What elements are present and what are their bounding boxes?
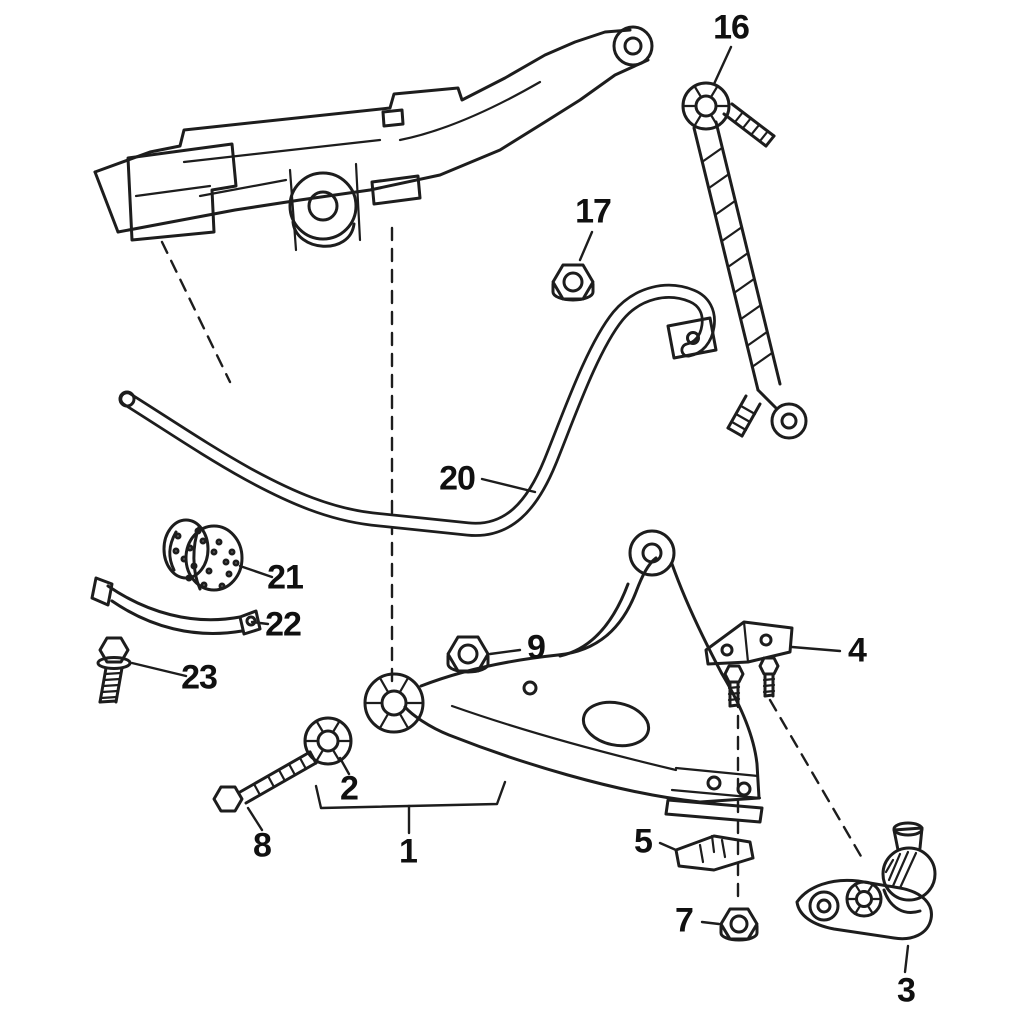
- arm-front-bushing-hatch: [363, 676, 425, 730]
- part-label-3: 3: [897, 971, 916, 1010]
- bottom-stud-threads: [730, 404, 757, 432]
- bushing-2-hatch: [303, 720, 353, 762]
- top-stud-threads: [733, 110, 770, 143]
- part-label-1: 1: [399, 832, 418, 871]
- part-label-17: 17: [575, 192, 612, 231]
- part-label-8: 8: [253, 826, 272, 865]
- part-label-5: 5: [634, 822, 653, 861]
- part-label-16: 16: [713, 8, 750, 47]
- part-label-4: 4: [848, 631, 867, 670]
- part-label-23: 23: [181, 658, 218, 697]
- bolt-23: [96, 636, 132, 704]
- clamp-bracket-22: [90, 576, 262, 636]
- construction-dashed-lines: [160, 226, 864, 904]
- part-label-9: 9: [527, 628, 546, 667]
- part-label-7: 7: [675, 901, 694, 940]
- part-label-20: 20: [439, 459, 476, 498]
- ball-joint-eye-hatch: [845, 882, 883, 916]
- bracket-4: [704, 620, 794, 708]
- stabilizer-bar-20: [118, 283, 718, 537]
- bolt-8-threads: [252, 756, 308, 797]
- bolt-8: [212, 750, 318, 813]
- stabilizer-link-16: [681, 81, 808, 440]
- subframe-crossmember: [93, 25, 654, 252]
- part-label-21: 21: [267, 558, 304, 597]
- plate-5: [674, 834, 755, 872]
- nut-7: [719, 907, 759, 942]
- part-label-2: 2: [340, 769, 359, 808]
- ball-joint-3: [795, 821, 937, 941]
- link-top-bushing-hatch: [682, 85, 730, 127]
- stabilizer-bushing-21-highlighted: [162, 518, 244, 592]
- label-leader-lines: [130, 45, 910, 974]
- bushing-texture-speckles: [172, 527, 240, 590]
- part-label-22: 22: [265, 605, 302, 644]
- control-arm-1: [363, 529, 764, 824]
- link-shaft-hatch: [700, 146, 774, 369]
- ball-shading-hatch: [884, 850, 918, 890]
- bolt-23-threads: [99, 671, 123, 700]
- bushing-2: [303, 716, 353, 766]
- nut-17: [551, 263, 595, 302]
